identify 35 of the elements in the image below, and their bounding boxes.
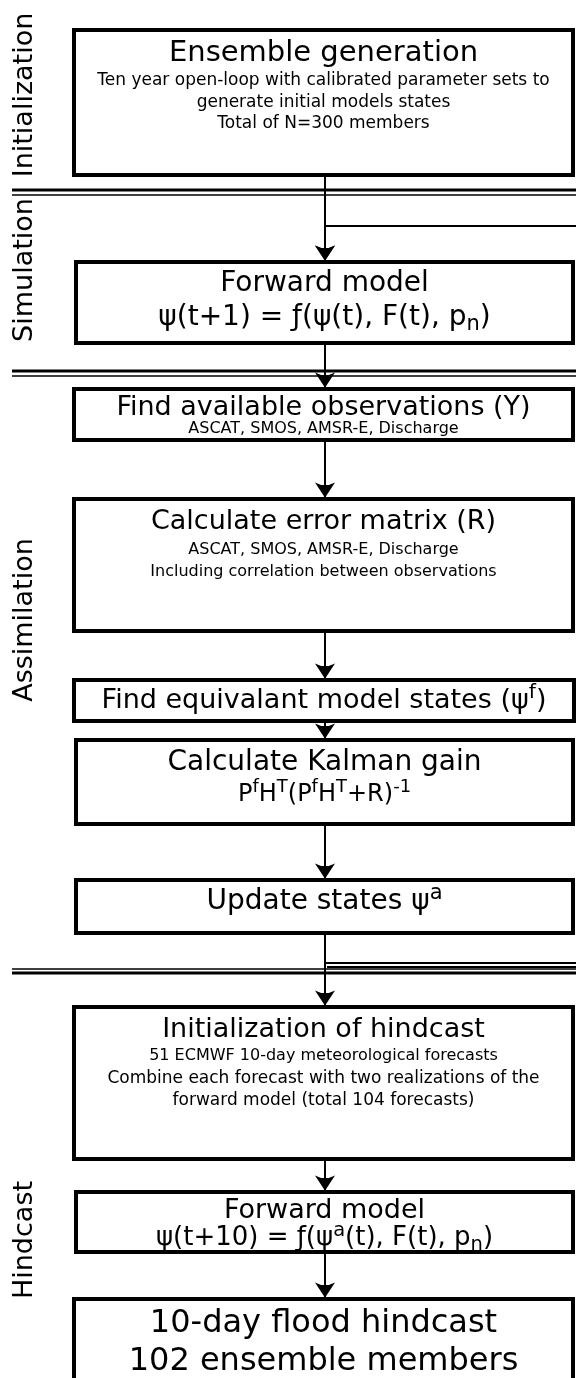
process-box [72, 497, 575, 633]
box-title: Calculate Kalman gain [167, 743, 482, 778]
process-box [72, 1005, 575, 1161]
process-box [74, 878, 575, 935]
box-text: 51 ECMWF 10-day meteorological forecasts [149, 1045, 498, 1066]
process-box [74, 738, 575, 826]
box-text: ψ(t+10) = ƒ(ψ$^{a}$(t), F(t), p$_{n}$) [155, 1223, 494, 1251]
process-box [72, 28, 575, 177]
box-text: Including correlation between observations [150, 560, 497, 582]
section-label: Assimilation [8, 538, 36, 702]
box-text: ASCAT, SMOS, AMSR-E, Discharge [188, 420, 459, 438]
process-box [72, 1297, 575, 1378]
box-title: 10-day flood hindcast [149, 1302, 498, 1341]
process-box [72, 678, 576, 723]
process-box [74, 260, 575, 345]
box-text: P$^{f}$H$^{T}$(P$^{f}$H$^{T}$+R)$^{-1}$ [237, 778, 412, 808]
box-title: Find equivalant model states (ψ$^{f}$) [101, 683, 547, 716]
box-text: Ten year open-loop with calibrated parameter sets to generate initial models states [96, 69, 551, 112]
box-text: 102 ensemble members [128, 1340, 519, 1378]
section-label: Simulation [8, 198, 36, 342]
process-box [74, 1190, 575, 1254]
box-text: ASCAT, SMOS, AMSR-E, Discharge [188, 538, 459, 561]
box-title: Update states ψ$^{a}$ [206, 883, 443, 917]
box-text: Combine each forecast with two realizations of the forward model (total 104 forecasts) [106, 1065, 541, 1111]
box-title: Forward model [220, 265, 429, 299]
box-title: Calculate error matrix (R) [150, 503, 497, 537]
section-label: Hindcast [8, 1180, 36, 1300]
box-title: Ensemble generation [168, 33, 479, 70]
process-box [72, 387, 575, 442]
box-text: Total of N=300 members [217, 111, 430, 133]
section-label: Initialization [8, 12, 36, 178]
box-title: Find available observations (Y) [116, 392, 531, 421]
box-text: ψ(t+1) = ƒ(ψ(t), F(t), p$_{n}$) [158, 298, 491, 333]
box-title: Initialization of hindcast [162, 1011, 485, 1045]
box-title: Forward model [223, 1195, 426, 1224]
